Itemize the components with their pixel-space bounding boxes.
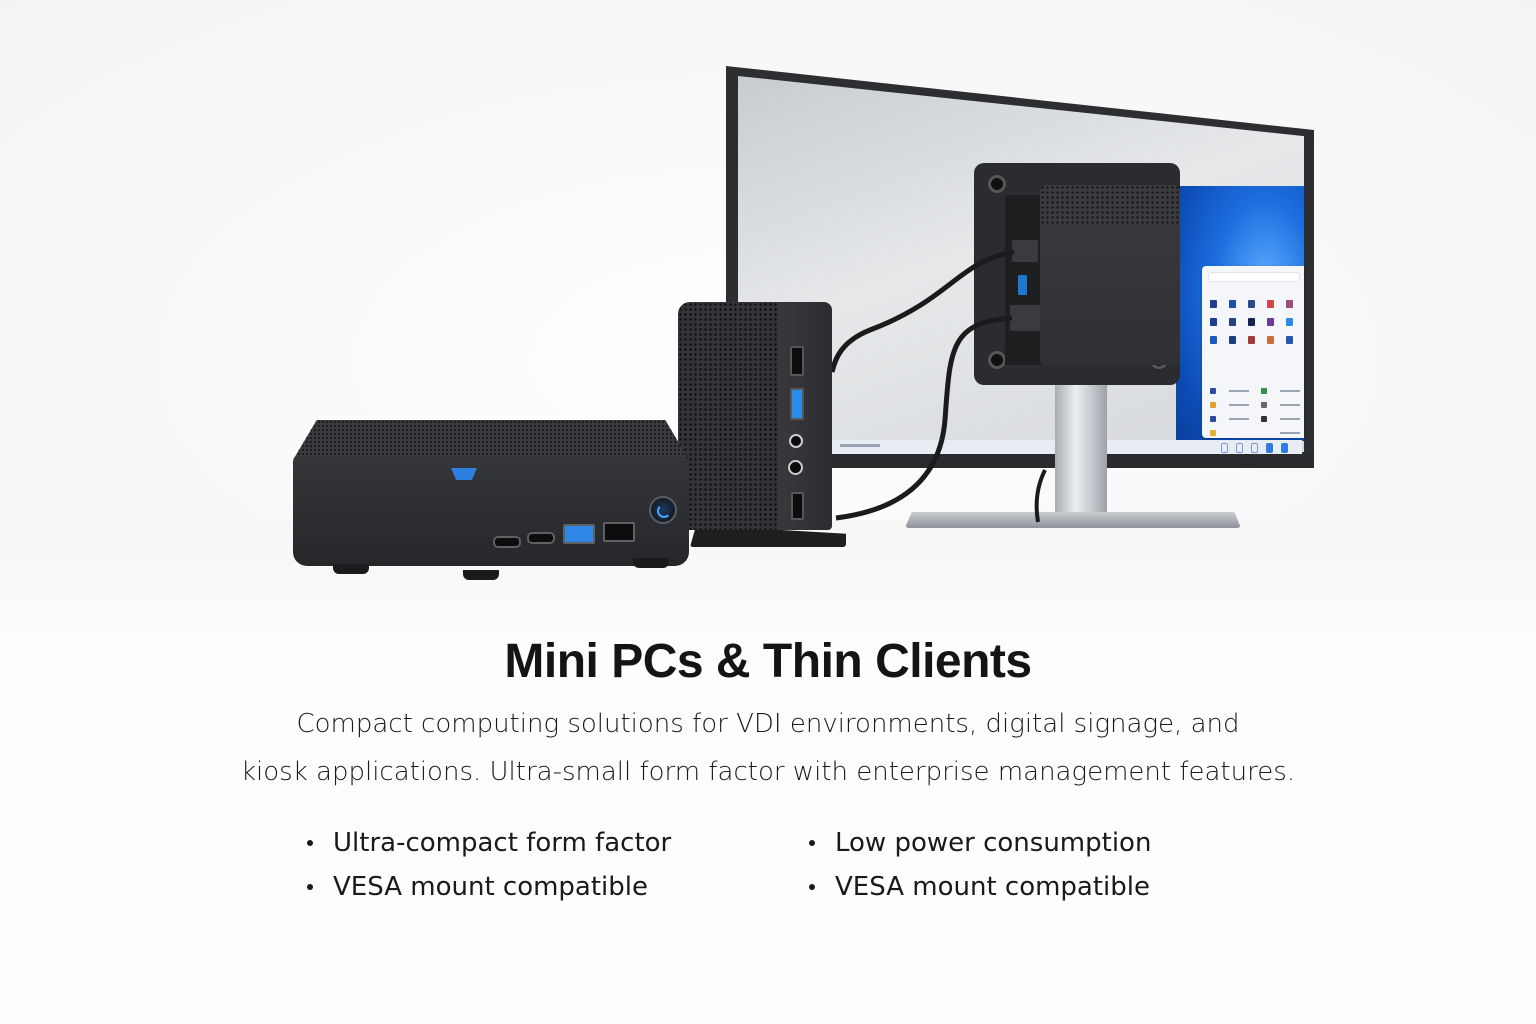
usb-a-port [603,522,635,542]
taskbar-app-icon [1281,443,1288,453]
app-icon [1248,336,1255,344]
mic-jack [788,460,803,475]
mini-pc-front-panel [293,456,689,566]
file-icon [1261,416,1268,422]
vertical-thin-client [678,302,832,530]
app-icon [1248,300,1255,308]
usb-port-blue [1018,275,1027,295]
vesa-mounted-thin-client [1040,185,1180,365]
taskbar-app-icon [1266,443,1273,453]
file-icon [1210,388,1216,394]
bullet-dot-icon [809,840,815,846]
vent-mesh [1040,185,1180,225]
monitor-stand-neck [1055,385,1107,523]
app-icon [1248,318,1255,326]
taskbar-app-icon [1251,443,1258,453]
feature-list: Ultra-compact form factor Low power cons… [305,824,1265,906]
app-icon [1210,300,1217,308]
headphone-jack [789,434,803,448]
rubber-foot [633,558,669,568]
feature-label: VESA mount compatible [835,872,1151,902]
app-icon [1229,336,1236,344]
bullet-dot-icon [307,884,313,890]
app-icon [1286,336,1293,344]
file-icon [1261,388,1268,394]
rubber-foot [333,564,369,574]
file-icon [1261,402,1268,408]
caption-block: Mini PCs & Thin Clients Compact computin… [0,630,1536,796]
file-icon [1210,402,1216,408]
page-title: Mini PCs & Thin Clients [504,635,1032,688]
pinned-apps-grid [1210,300,1300,344]
power-button-icon [649,496,677,524]
hdmi-plug [1010,305,1040,331]
hdmi-plug [1012,240,1038,262]
usb-port-blue [790,388,804,420]
description-line-2: kiosk applications. Ultra-small form fac… [240,757,1296,787]
app-icon [1267,318,1274,326]
usb-c-port [527,532,555,544]
app-icon [1267,336,1274,344]
feature-item: Low power consumption [807,824,1267,862]
recommended-list [1210,384,1300,440]
app-icon [1229,318,1236,326]
mini-pc [293,420,689,580]
start-menu [1202,266,1304,438]
app-icon [1286,318,1293,326]
bullet-dot-icon [809,884,815,890]
app-icon [1210,336,1217,344]
screw-icon [988,351,1006,369]
feature-label: VESA mount compatible [333,872,649,902]
vent-mesh [678,302,778,530]
app-icon [1267,300,1274,308]
taskbar-icons [1221,443,1288,453]
usb-a-port-blue [563,524,595,544]
usb-c-port [493,536,521,548]
rubber-foot [463,570,499,580]
feature-item: VESA mount compatible [305,868,807,906]
description: Compact computing solutions for VDI envi… [0,700,1536,796]
monitor [726,66,1314,468]
thin-client-front-panel [778,302,832,530]
screw-icon [988,175,1006,193]
taskbar-app-icon [1221,443,1228,453]
monitor-stand-base [905,512,1241,528]
feature-label: Low power consumption [835,828,1152,858]
vent-mesh [293,420,689,460]
feature-label: Ultra-compact form factor [333,828,672,858]
file-icon [1210,416,1216,422]
start-search-box [1208,272,1300,282]
feature-item: Ultra-compact form factor [305,824,807,862]
brand-logo [451,468,477,480]
bullet-dot-icon [307,840,313,846]
app-icon [1286,300,1293,308]
app-icon [1210,318,1217,326]
description-line-1: Compact computing solutions for VDI envi… [296,709,1240,739]
usb-port [791,492,804,520]
taskbar-search [840,444,880,447]
file-icon [1210,430,1216,436]
taskbar-app-icon [1236,443,1243,453]
usb-port [790,346,804,376]
feature-item: VESA mount compatible [807,868,1267,906]
app-icon [1229,300,1236,308]
